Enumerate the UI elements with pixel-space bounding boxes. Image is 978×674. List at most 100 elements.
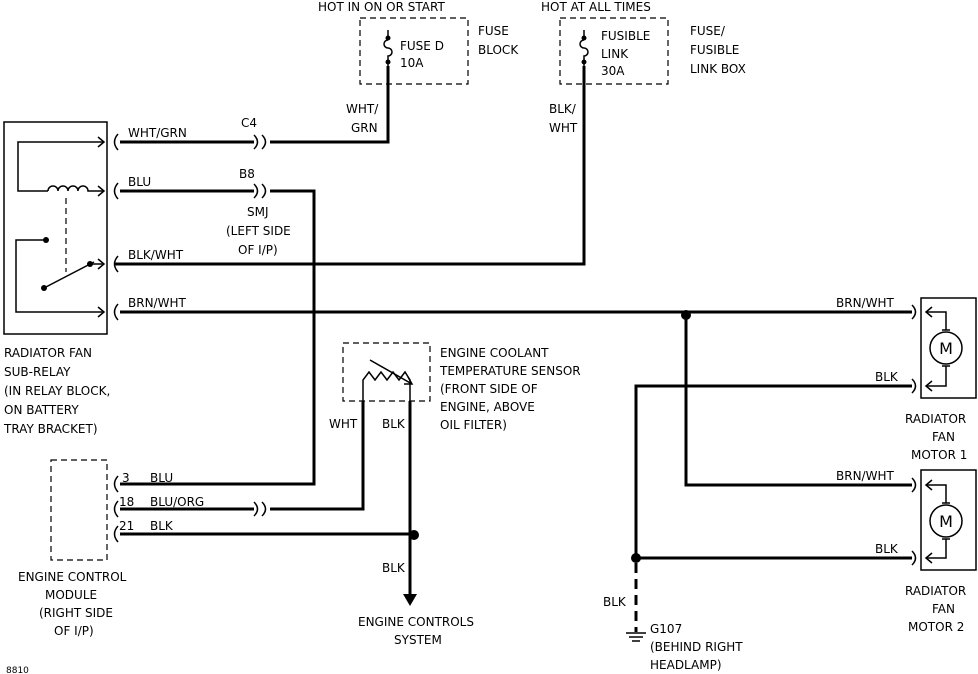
sensor-label-3: (FRONT SIDE OF: [440, 382, 538, 396]
smj-label-1: SMJ: [247, 205, 269, 219]
relay-pin-arrows: [97, 136, 106, 318]
motor1-connector-cups: [911, 304, 917, 394]
wire-blu-to-ecm: [120, 189, 316, 486]
motor1-symbol-circle: [929, 331, 963, 365]
sensor-label-1: ENGINE COOLANT: [440, 346, 549, 360]
radiator-fan-motor-1: M BRN/WHT BLK RADIATOR FAN MOTOR 1: [836, 296, 977, 462]
sensor-wire-wht-label: WHT: [329, 417, 358, 431]
connector-b8-label: B8: [239, 167, 255, 181]
sensor-wire-blk-label: BLK: [382, 417, 406, 431]
wire-relay-brn-wht: [120, 310, 912, 487]
splice-blk-ground: [631, 553, 641, 563]
ecm-label-2: MODULE: [45, 588, 97, 602]
motor2-pin-arrows: [924, 479, 933, 564]
fusible-link-line2: LINK: [601, 47, 629, 61]
relay-outline: [3, 121, 108, 335]
radiator-fan-motor-2: M BRN/WHT BLK RADIATOR FAN MOTOR 2: [836, 469, 977, 634]
relay-wire-wht-grn-label: WHT/GRN: [128, 126, 187, 140]
ecm-pin-18-color: BLU/ORG: [150, 495, 204, 509]
motor2-label-1: RADIATOR: [905, 584, 966, 598]
ecm-pin-3: 3: [122, 471, 130, 485]
motor1-label-3: MOTOR 1: [911, 448, 967, 462]
relay-coil-lead-top: [17, 141, 104, 192]
wire-wht-grn-label-b: GRN: [351, 121, 378, 135]
fuse-d-rating: 10A: [400, 56, 424, 70]
fuse-block-label-1: FUSE: [478, 24, 509, 38]
motor1-wire-blk-label: BLK: [875, 370, 899, 384]
motor2-label-2: FAN: [932, 602, 955, 616]
inline-connector-blu-org: [253, 501, 267, 517]
fusible-link-rating: 30A: [601, 64, 625, 78]
engine-controls-label-1: ENGINE CONTROLS: [358, 615, 474, 629]
wire-blk-wht-label-a: BLK/: [549, 102, 577, 116]
ecm-pin-21-color: BLK: [150, 519, 174, 533]
relay-connector-cups: [113, 133, 119, 321]
ground-icon: [626, 632, 646, 642]
fusible-link-line1: FUSIBLE: [601, 29, 650, 43]
relay-label-1: RADIATOR FAN: [4, 346, 92, 360]
sensor-label-5: OIL FILTER): [440, 418, 507, 432]
arrow-to-engine-controls: [403, 594, 417, 606]
corner-code: 8810: [6, 666, 29, 674]
fusible-link-box-label-3: LINK BOX: [690, 62, 746, 76]
ecm-label-4: OF I/P): [54, 624, 94, 638]
motor2-outline: [920, 469, 977, 571]
smj-connectors: C4 B8 SMJ (LEFT SIDE OF I/P): [226, 116, 291, 257]
relay-label-2: SUB-RELAY: [4, 365, 71, 379]
fuse-block-outline: [359, 17, 469, 85]
wire-wht-sensor-to-ecm: [270, 401, 365, 511]
connector-c4: [253, 134, 267, 150]
ground-label-3: HEADLAMP): [650, 658, 722, 672]
fuse-d-header: HOT IN ON OR START: [318, 0, 445, 14]
fuse-d: HOT IN ON OR START FUSE D 10A FUSE BLOCK: [318, 0, 519, 85]
ecm-label-3: (RIGHT SIDE: [39, 606, 113, 620]
motor2-symbol: M: [939, 512, 953, 531]
motor2-wire-blk-label: BLK: [875, 542, 899, 556]
ecm-outline: [50, 459, 108, 561]
sensor-label-4: ENGINE, ABOVE: [440, 400, 535, 414]
motor1-wire-brn-wht-label: BRN/WHT: [836, 296, 894, 310]
engine-wire-blk-label: BLK: [382, 561, 406, 575]
relay-switch-lead: [15, 239, 104, 313]
smj-label-2: (LEFT SIDE: [226, 224, 291, 238]
wire-blk-ecm-to-engine: [120, 532, 412, 598]
motor2-wire-brn-wht-label: BRN/WHT: [836, 469, 894, 483]
wire-wht-grn-from-fuse: [270, 66, 390, 144]
splice-brn-wht: [681, 310, 691, 320]
relay-wire-brn-wht-label: BRN/WHT: [128, 296, 186, 310]
relay-label-5: TRAY BRACKET): [3, 422, 98, 436]
ground-wire-blk-label: BLK: [603, 595, 627, 609]
fusible-link-box-label-1: FUSE/: [690, 24, 726, 38]
coolant-temp-sensor: ENGINE COOLANT TEMPERATURE SENSOR (FRONT…: [342, 342, 581, 432]
fuse-block-label-2: BLOCK: [478, 43, 519, 57]
motor1-pin-arrows: [924, 306, 933, 392]
engine-controls-label-2: SYSTEM: [394, 633, 442, 647]
wire-blk-wht-from-fusible-link: [115, 66, 586, 266]
engine-control-module: 3 BLU 18 BLU/ORG 21 BLK ENGINE CONTROL M…: [18, 459, 204, 638]
ecm-pin-3-color: BLU: [150, 471, 173, 485]
sensor-thermistor-icon: [362, 370, 411, 401]
ecm-connector-cups: [113, 475, 119, 543]
fusible-link: HOT AT ALL TIMES FUSIBLE LINK 30A FUSE/ …: [541, 0, 746, 85]
motor1-outline: [920, 297, 977, 399]
wire-wht-grn-label-a: WHT/: [346, 102, 379, 116]
ecm-pin-21: 21: [119, 519, 134, 533]
sensor-label-2: TEMPERATURE SENSOR: [439, 364, 581, 378]
ground-label-2: (BEHIND RIGHT: [650, 640, 743, 654]
ecm-pin-18: 18: [119, 495, 134, 509]
radiator-fan-sub-relay: RADIATOR FAN SUB-RELAY (IN RELAY BLOCK, …: [3, 121, 119, 436]
motor2-symbol-circle: [929, 504, 963, 538]
ground-label-1: G107: [650, 622, 682, 636]
sensor-variable-arrow: [369, 359, 414, 385]
motor1-label-1: RADIATOR: [905, 412, 966, 426]
relay-label-4: ON BATTERY: [4, 403, 79, 417]
motor2-label-3: MOTOR 2: [908, 620, 964, 634]
motor1-symbol: M: [939, 339, 953, 358]
relay-switch-blade: [43, 261, 95, 289]
fuse-d-name: FUSE D: [400, 39, 444, 53]
smj-label-3: OF I/P): [238, 243, 278, 257]
motor1-label-2: FAN: [932, 430, 955, 444]
sensor-outline: [342, 342, 431, 402]
ecm-label-1: ENGINE CONTROL: [18, 570, 127, 584]
wire-blk-wht-label-b: WHT: [549, 121, 578, 135]
